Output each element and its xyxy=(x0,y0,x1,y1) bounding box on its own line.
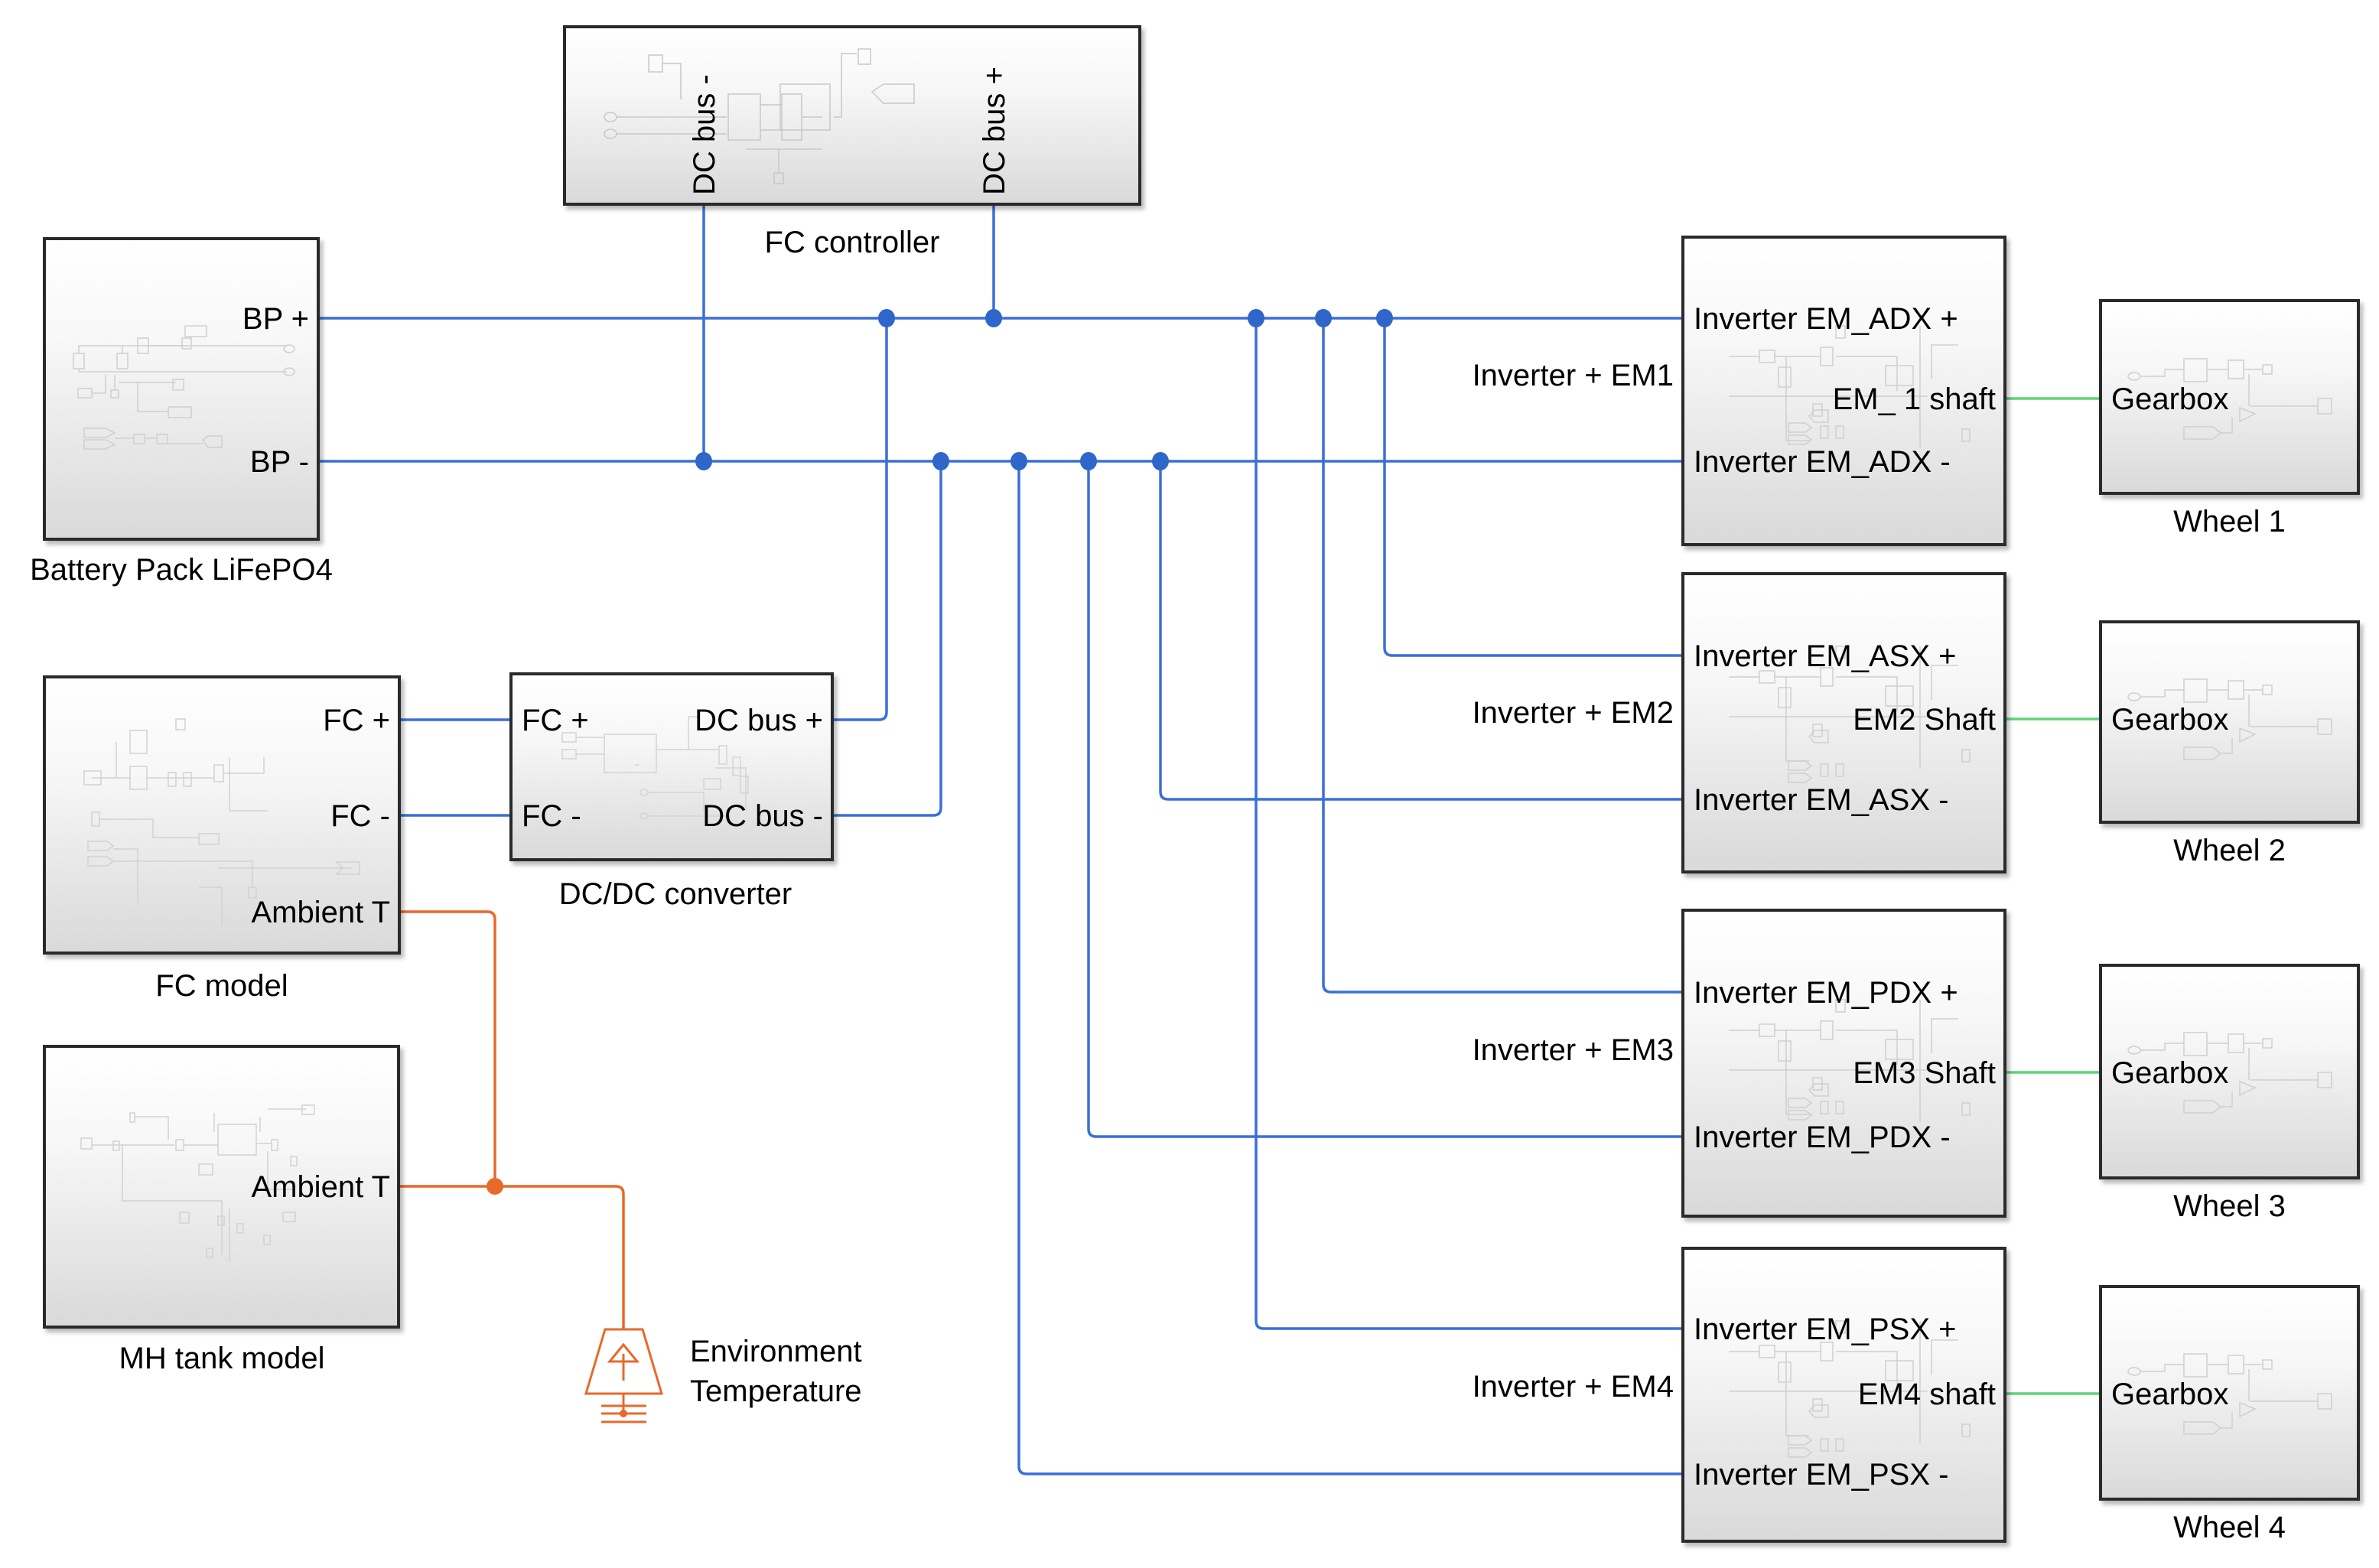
subsystem-preview xyxy=(1729,1320,1971,1458)
subsystem-preview xyxy=(83,718,360,926)
wire-fc-ambient-t[interactable] xyxy=(399,910,496,1186)
port-label-fc-neg: FC - xyxy=(330,799,390,833)
block-inverter-em1[interactable]: Inverter EM_ADX + Inverter EM_ADX - EM_ 1 … xyxy=(1681,236,2006,546)
block-inverter-em4[interactable]: Inverter EM_PSX + Inverter EM_PSX - EM4 sh… xyxy=(1681,1247,2006,1543)
block-fc-controller[interactable]: DC bus - DC bus + xyxy=(563,25,1141,206)
wire-inv3-pos[interactable] xyxy=(1322,318,1683,994)
port-label-dcdc-fc-pos: FC + xyxy=(522,704,589,737)
block-name-dcdc-converter: DC/DC converter xyxy=(559,877,792,911)
block-wheel-2[interactable]: Gearbox xyxy=(2099,620,2360,824)
block-name-inverter-em4: Inverter + EM4 xyxy=(1473,1370,1674,1404)
wire-dcdc-out-pos[interactable] xyxy=(832,318,888,721)
block-name-wheel-1: Wheel 1 xyxy=(2173,505,2286,538)
block-fc-model[interactable]: FC + FC - Ambient T xyxy=(43,675,401,955)
junction-dot-thermal xyxy=(487,1178,503,1195)
wire-mh-ambient-t[interactable] xyxy=(399,1185,625,1329)
wire-inv4-pos[interactable] xyxy=(1255,318,1683,1330)
port-label-dcdc-bus-pos: DC bus + xyxy=(695,704,823,737)
block-name-inverter-em2: Inverter + EM2 xyxy=(1473,696,1674,730)
port-label-inverter-neg: Inverter EM_PDX - xyxy=(1694,1121,1951,1154)
port-label-dc-bus-neg: DC bus - xyxy=(688,74,721,195)
block-wheel-4[interactable]: Gearbox xyxy=(2099,1285,2360,1501)
port-label-bp-pos: BP + xyxy=(242,302,309,336)
block-wheel-3[interactable]: Gearbox xyxy=(2099,964,2360,1179)
port-label-inverter-neg: Inverter EM_PSX - xyxy=(1694,1458,1948,1492)
block-name-inverter-em3: Inverter + EM3 xyxy=(1473,1033,1674,1067)
junction-dot xyxy=(1315,309,1332,327)
port-label-inverter-pos: Inverter EM_PDX + xyxy=(1694,976,1958,1010)
port-label-inverter-pos: Inverter EM_ADX + xyxy=(1694,302,1958,336)
wire-inv3-neg[interactable] xyxy=(1087,461,1683,1138)
port-label-dcdc-bus-neg: DC bus - xyxy=(702,799,823,833)
subsystem-preview xyxy=(73,325,295,450)
port-label-dcdc-fc-neg: FC - xyxy=(522,799,581,833)
port-label-gearbox: Gearbox xyxy=(2111,1056,2228,1090)
block-name-inverter-em1: Inverter + EM1 xyxy=(1473,359,1674,392)
junction-dot xyxy=(1011,452,1027,470)
junction-dot xyxy=(878,309,895,327)
junction-dot xyxy=(1376,309,1393,327)
port-label-inverter-pos: Inverter EM_PSX + xyxy=(1694,1313,1956,1346)
subsystem-preview xyxy=(2127,358,2332,440)
block-name-mh-tank: MH tank model xyxy=(119,1342,325,1375)
block-inverter-em2[interactable]: Inverter EM_ASX + Inverter EM_ASX - EM2 Sh… xyxy=(1681,572,2006,873)
port-label-inverter-pos: Inverter EM_ASX + xyxy=(1694,639,1956,673)
port-label-gearbox: Gearbox xyxy=(2111,1378,2228,1411)
subsystem-preview xyxy=(2127,1353,2332,1435)
block-name-fc-model: FC model xyxy=(155,969,288,1003)
port-label-motor-shaft: EM_ 1 shaft xyxy=(1833,382,1996,416)
port-label-dc-bus-pos: DC bus + xyxy=(978,67,1011,195)
port-label-gearbox: Gearbox xyxy=(2111,703,2228,737)
subsystem-preview xyxy=(1729,325,1971,448)
block-inverter-em3[interactable]: Inverter EM_PDX + Inverter EM_PDX - EM3 Sh… xyxy=(1681,909,2006,1218)
block-battery-pack[interactable]: BP + BP - xyxy=(43,237,320,541)
junction-dot xyxy=(932,452,949,470)
subsystem-preview xyxy=(2127,1032,2332,1114)
block-wheel-1[interactable]: Gearbox xyxy=(2099,299,2360,495)
subsystem-preview xyxy=(1729,646,1971,783)
junction-dot xyxy=(985,309,1002,327)
junction-dot xyxy=(1152,452,1169,470)
subsystem-preview xyxy=(604,48,915,184)
junction-dot xyxy=(1248,309,1264,327)
port-label-mh-ambient-t: Ambient T xyxy=(251,1170,390,1204)
junction-dot xyxy=(695,452,712,470)
port-label-fc-pos: FC + xyxy=(323,704,390,737)
subsystem-preview xyxy=(561,716,749,820)
port-label-motor-shaft: EM3 Shaft xyxy=(1853,1056,1996,1090)
wire-inv2-pos[interactable] xyxy=(1383,318,1683,657)
wire-inv2-neg[interactable] xyxy=(1159,461,1683,801)
block-name-env-temp-line1: Environment xyxy=(690,1335,862,1368)
port-label-motor-shaft: EM2 Shaft xyxy=(1853,703,1996,737)
block-name-wheel-4: Wheel 4 xyxy=(2173,1511,2286,1544)
subsystem-preview xyxy=(2127,678,2332,760)
port-label-inverter-neg: Inverter EM_ADX - xyxy=(1694,445,1951,479)
block-name-fc-controller: FC controller xyxy=(765,226,940,259)
block-name-wheel-3: Wheel 3 xyxy=(2173,1189,2286,1223)
block-mh-tank[interactable]: Ambient T xyxy=(43,1045,400,1329)
port-label-motor-shaft: EM4 shaft xyxy=(1858,1378,1996,1411)
subsystem-preview xyxy=(80,1104,315,1262)
wire-inv4-neg[interactable] xyxy=(1017,461,1683,1475)
junction-dot xyxy=(1080,452,1097,470)
block-name-wheel-2: Wheel 2 xyxy=(2173,834,2286,867)
block-dcdc-converter[interactable]: FC + FC - DC bus + DC bus - xyxy=(509,672,834,861)
temperature-source-icon[interactable] xyxy=(584,1328,664,1423)
block-name-env-temp-line2: Temperature xyxy=(690,1374,862,1408)
block-name-battery-pack: Battery Pack LiFePO4 xyxy=(30,553,333,587)
wire-dcdc-out-neg[interactable] xyxy=(832,461,942,817)
port-label-ambient-t: Ambient T xyxy=(251,896,390,929)
port-label-inverter-neg: Inverter EM_ASX - xyxy=(1694,783,1948,817)
port-label-gearbox: Gearbox xyxy=(2111,382,2228,416)
subsystem-preview xyxy=(1729,999,1971,1122)
port-label-bp-neg: BP - xyxy=(250,445,309,479)
